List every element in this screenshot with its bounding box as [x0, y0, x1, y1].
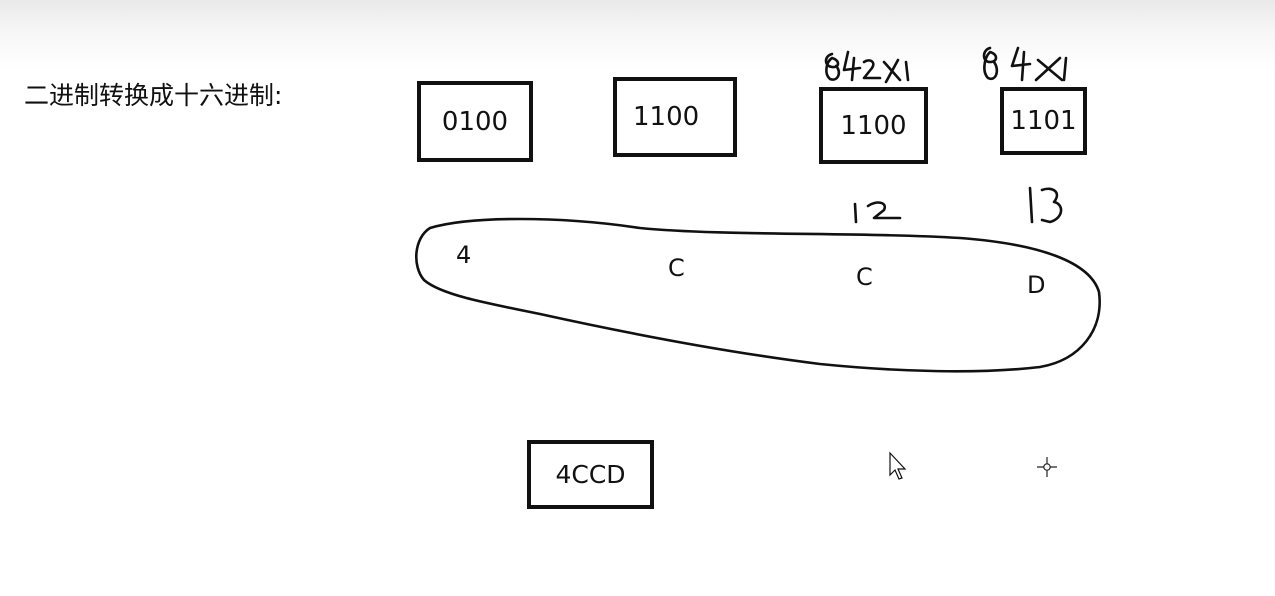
binary-box-2: 1100	[613, 77, 737, 157]
binary-box-3: 1100	[819, 87, 928, 164]
page-title: 二进制转换成十六进制:	[24, 81, 283, 110]
hex-digit-3: C	[856, 263, 873, 291]
handwritten-weights-1	[824, 50, 910, 84]
handwritten-weights-2	[982, 46, 1068, 82]
hex-digit-2: C	[668, 254, 685, 282]
handwritten-value-13	[1028, 186, 1063, 224]
lasso-outline	[414, 217, 1101, 373]
mouse-pointer-icon	[889, 451, 907, 480]
result-box: 4CCD	[527, 440, 654, 509]
binary-box-1: 0100	[417, 81, 533, 162]
handwritten-value-12	[853, 201, 902, 224]
hex-digit-1: 4	[456, 241, 472, 269]
crosshair-icon	[1037, 457, 1057, 477]
hex-digit-4: D	[1027, 271, 1046, 299]
binary-box-4: 1101	[1000, 87, 1087, 155]
